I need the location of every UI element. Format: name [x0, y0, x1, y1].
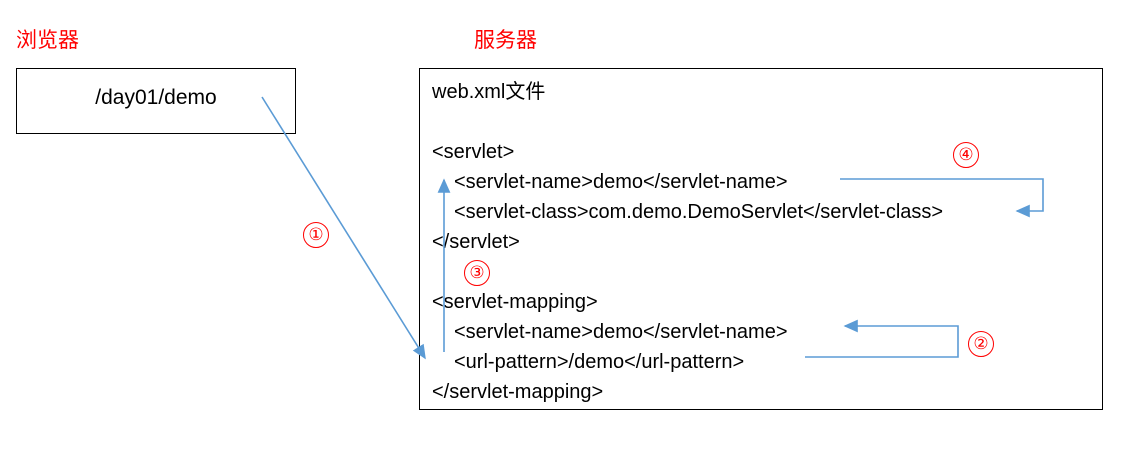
browser-box: /day01/demo — [16, 68, 296, 134]
annotation-step-2: ② — [968, 331, 994, 357]
code-line-mapping-close: </servlet-mapping> — [432, 381, 604, 403]
server-box: web.xml文件 <servlet> <servlet-name>demo</… — [419, 68, 1103, 410]
browser-section-title: 浏览器 — [16, 28, 79, 52]
code-line-mapping-open: <servlet-mapping> — [432, 291, 598, 313]
annotation-step-1: ① — [303, 222, 329, 248]
code-line-servlet-name-1: <servlet-name>demo</servlet-name> — [454, 171, 788, 193]
code-line-servlet-class: <servlet-class>com.demo.DemoServlet</ser… — [454, 201, 944, 223]
code-line-servlet-open: <servlet> — [432, 141, 515, 163]
code-line-servlet-close: </servlet> — [432, 231, 520, 253]
webxml-code-block: web.xml文件 <servlet> <servlet-name>demo</… — [432, 77, 1102, 407]
code-line-blank-1 — [432, 107, 1102, 137]
code-line-servlet-name-2: <servlet-name>demo</servlet-name> — [454, 321, 788, 343]
code-line-url-pattern: <url-pattern>/demo</url-pattern> — [454, 351, 745, 373]
code-line-file-heading: web.xml文件 — [432, 81, 546, 103]
code-line-blank-2 — [432, 257, 1102, 287]
browser-url-text: /day01/demo — [95, 86, 217, 109]
server-section-title: 服务器 — [474, 28, 537, 52]
arrow-request-flow — [261, 96, 426, 360]
annotation-step-3: ③ — [464, 260, 490, 286]
annotation-step-4: ④ — [953, 142, 979, 168]
